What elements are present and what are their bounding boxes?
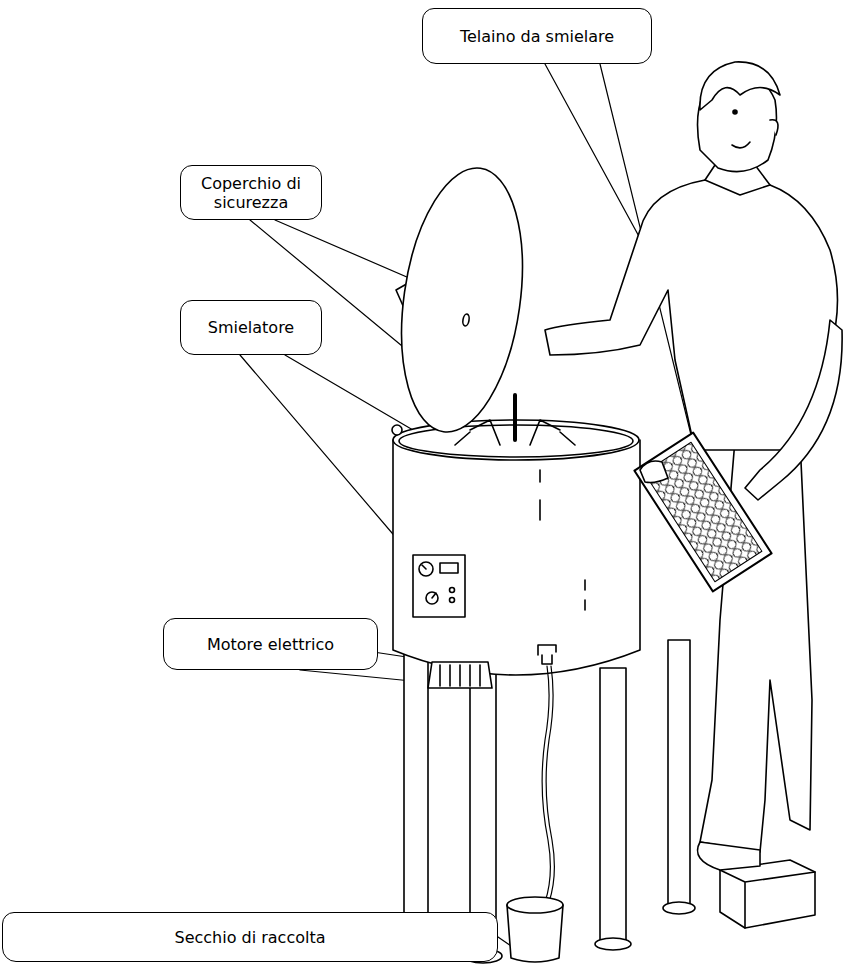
callout-label: Motore elettrico bbox=[163, 618, 378, 670]
callout-label: Telaino da smielare bbox=[422, 8, 652, 64]
collection-bucket bbox=[507, 897, 563, 962]
extractor-tank bbox=[393, 395, 640, 675]
part-name: Smielatore bbox=[208, 318, 294, 337]
callout-content: Coperchio di sicurezza bbox=[189, 174, 313, 212]
callout-content: Secchio di raccolta bbox=[174, 928, 325, 947]
callout-content: Smielatore bbox=[208, 318, 294, 337]
part-name: Motore elettrico bbox=[207, 635, 334, 654]
callout-label: Coperchio di sicurezza bbox=[180, 165, 322, 220]
honey-tap bbox=[538, 645, 556, 902]
beekeeper-hand bbox=[640, 461, 668, 483]
safety-lid bbox=[386, 160, 538, 440]
beekeeper-figure bbox=[545, 62, 842, 870]
step-box bbox=[720, 860, 815, 928]
callout-label: Smielatore bbox=[180, 300, 322, 355]
control-panel bbox=[413, 555, 465, 617]
honeycomb-frame bbox=[634, 433, 771, 592]
part-name: Coperchio di sicurezza bbox=[189, 174, 313, 212]
part-name: Telaino da smielare bbox=[460, 27, 614, 46]
callout-content: Motore elettrico bbox=[207, 635, 334, 654]
callout-content: Telaino da smielare bbox=[460, 27, 614, 46]
callout-label: Secchio di raccolta bbox=[2, 912, 498, 962]
part-name: Secchio di raccolta bbox=[174, 928, 325, 947]
electric-motor bbox=[428, 662, 492, 688]
